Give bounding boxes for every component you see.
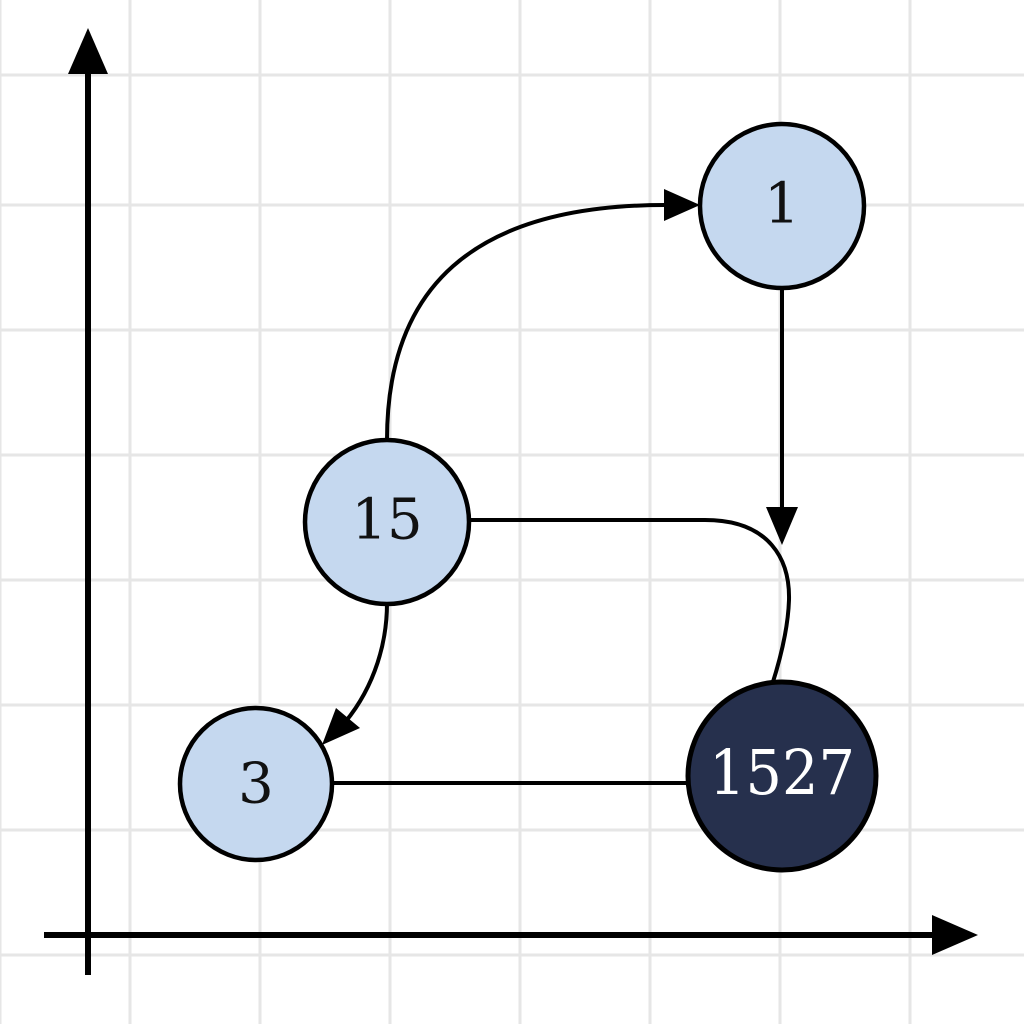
y-axis-arrow-icon: [68, 28, 108, 74]
edge-15-to-1-arrowhead-icon: [664, 189, 700, 221]
edge-15-to-1: [385, 203, 666, 441]
node-3-circle: [177, 705, 335, 863]
node-15-circle: [302, 437, 472, 607]
edge-15-to-3-arrowhead-icon: [322, 708, 360, 745]
nodes: 1 15 3 1527: [177, 121, 879, 873]
node-1: 1: [697, 121, 867, 291]
node-1-label: 1: [764, 172, 800, 237]
node-3: 3: [177, 705, 335, 863]
node-1-circle: [697, 121, 867, 291]
node-3-label: 3: [238, 752, 274, 817]
edge-15-to-1527: [470, 518, 792, 686]
x-axis-arrow-icon: [932, 915, 978, 955]
node-1527-circle: [685, 679, 879, 873]
edge-15-to-3: [338, 602, 389, 730]
node-1527-label: 1527: [709, 736, 855, 809]
edge-1-to-1527-arrowhead-icon: [766, 507, 798, 545]
edges: [322, 189, 798, 785]
axes: [44, 28, 978, 975]
node-15: 15: [302, 437, 472, 607]
node-15-label: 15: [351, 488, 422, 553]
node-1527: 1527: [685, 679, 879, 873]
